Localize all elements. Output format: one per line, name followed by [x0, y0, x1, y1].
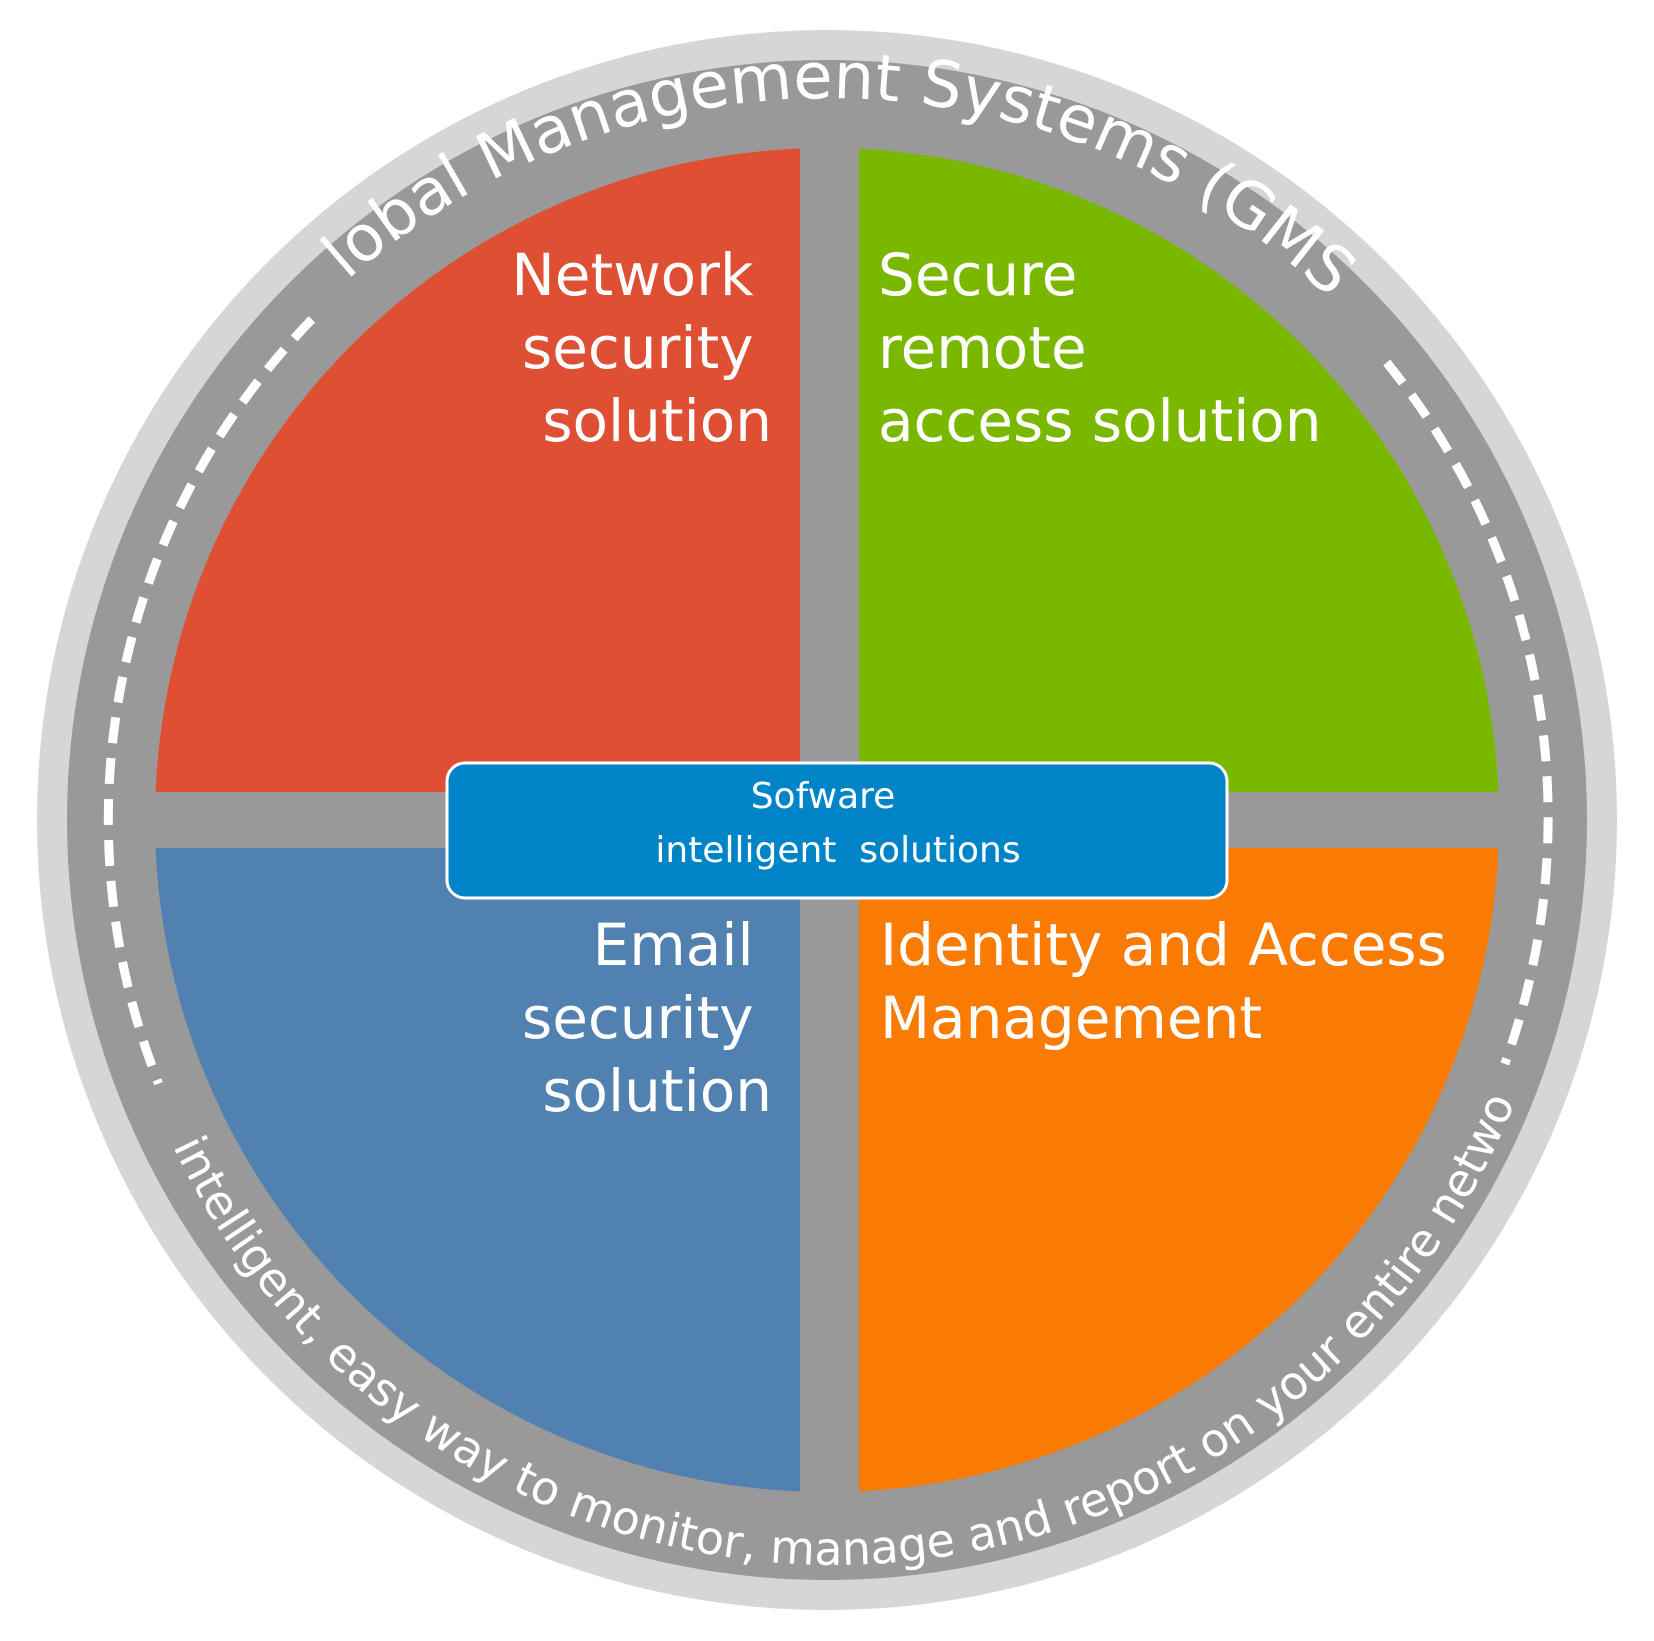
identity-access-label: Identity and Access Management: [880, 911, 1465, 1052]
center-label-line-2: intelligent solutions: [655, 830, 1020, 871]
dashed-arc-right: [1383, 359, 1553, 1066]
remote-label-line-1: Secure: [878, 241, 1077, 309]
network-label-line-3: solution: [542, 387, 772, 455]
center-box: [445, 761, 1229, 900]
email-label-line-1: Email: [593, 911, 754, 979]
identity-label-line-2: Management: [880, 984, 1262, 1052]
network-label-line-1: Network: [511, 241, 754, 309]
email-label-line-3: solution: [542, 1057, 772, 1125]
identity-label-line-1: Identity and Access: [880, 911, 1447, 979]
remote-label-line-2: remote: [878, 314, 1087, 382]
remote-label-line-3: access solution: [878, 387, 1322, 455]
network-security-label: Network security solution: [511, 241, 772, 455]
email-label-line-2: security: [522, 984, 754, 1052]
dashed-arc-left: [103, 316, 316, 1086]
center-label-line-1: Sofware: [751, 776, 896, 817]
secure-remote-access-label: Secure remote access solution: [878, 241, 1322, 455]
email-security-label: Email security solution: [522, 911, 772, 1125]
network-label-line-2: security: [522, 314, 754, 382]
